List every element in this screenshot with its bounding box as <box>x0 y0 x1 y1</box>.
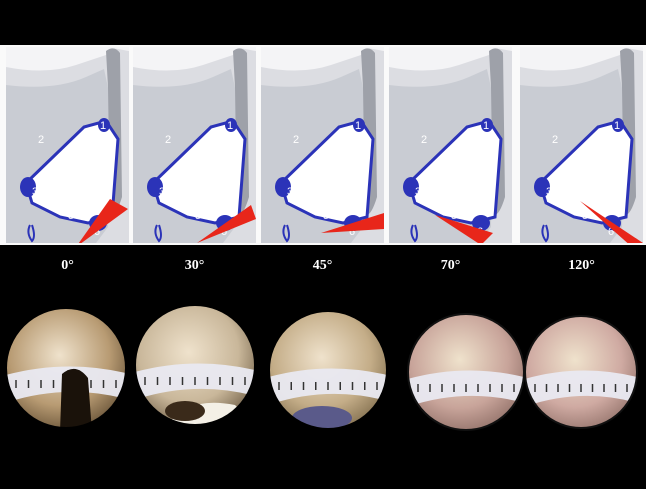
endoscopic-photo <box>2 304 130 432</box>
region-number: 7 <box>429 166 435 178</box>
region-number: 1 <box>355 120 361 132</box>
angle-label: 0° <box>6 258 129 274</box>
region-number: 7 <box>173 166 179 178</box>
angle-label: 45° <box>261 258 384 274</box>
angle-label: 30° <box>133 258 256 274</box>
region-number: 2 <box>552 134 558 146</box>
endoscopic-photo <box>265 307 391 433</box>
region-number: 3 <box>415 186 421 198</box>
endoscopic-photo <box>404 310 528 434</box>
region-number: 1 <box>614 120 620 132</box>
region-number: 5 <box>451 210 457 222</box>
region-number: 7 <box>560 166 566 178</box>
region-number: 2 <box>293 134 299 146</box>
region-number: 1 <box>227 120 233 132</box>
region-number: 2 <box>421 134 427 146</box>
dark-opening <box>60 369 92 432</box>
endoscopic-photo <box>521 312 641 432</box>
region-number: 3 <box>32 186 38 198</box>
region-number: 5 <box>582 210 588 222</box>
region-number: 2 <box>165 134 171 146</box>
angle-label: 70° <box>389 258 512 274</box>
region-number: 3 <box>287 186 293 198</box>
region-number: 3 <box>546 186 552 198</box>
endoscopic-photo <box>131 301 259 429</box>
region-number: 7 <box>46 166 52 178</box>
region-number: 5 <box>195 210 201 222</box>
region-number: 7 <box>301 166 307 178</box>
region-number: 5 <box>323 210 329 222</box>
region-number: 3 <box>159 186 165 198</box>
region-number: 1 <box>100 120 106 132</box>
region-number: 2 <box>38 134 44 146</box>
region-number: 1 <box>483 120 489 132</box>
angle-label: 120° <box>520 258 643 274</box>
region-number: 5 <box>68 210 74 222</box>
